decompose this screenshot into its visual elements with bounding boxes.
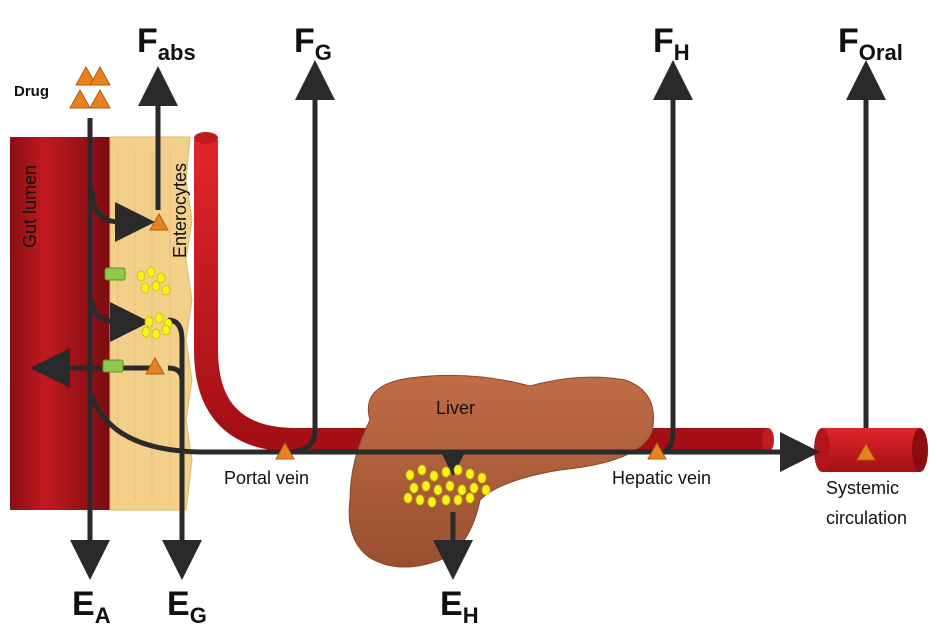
- metabolite-dot-icon: [454, 465, 462, 475]
- metabolite-dot-icon: [155, 313, 163, 323]
- drug-triangle-icon: [90, 90, 110, 108]
- drug-triangle-icon: [90, 67, 110, 85]
- metabolite-dot-icon: [141, 283, 149, 293]
- enterocytes-label: Enterocytes: [170, 163, 190, 258]
- systemic-label-line2: circulation: [826, 508, 907, 528]
- systemic-circulation-vessel: [814, 428, 928, 472]
- f-h-arrow: [660, 70, 673, 452]
- metabolite-dot-icon: [416, 495, 424, 505]
- metabolite-dot-icon: [152, 281, 160, 291]
- metabolite-dot-icon: [454, 495, 462, 505]
- portal-vein-opening: [194, 132, 218, 144]
- hepatic-vein-label: Hepatic vein: [612, 468, 711, 488]
- metabolite-dot-icon: [147, 267, 155, 277]
- metabolite-dot-icon: [478, 473, 486, 483]
- f-abs-label: Fabs: [137, 22, 196, 65]
- e-g-label: EG: [167, 585, 207, 628]
- liver-label: Liver: [436, 398, 475, 418]
- metabolite-dot-icon: [434, 485, 442, 495]
- metabolite-dot-icon: [446, 481, 454, 491]
- metabolite-dot-icon: [162, 325, 170, 335]
- metabolite-dot-icon: [404, 493, 412, 503]
- metabolite-dot-icon: [137, 271, 145, 281]
- metabolite-dot-icon: [145, 317, 153, 327]
- f-g-label: FG: [294, 22, 332, 65]
- metabolite-dot-icon: [466, 493, 474, 503]
- systemic-label-line1: Systemic: [826, 478, 899, 498]
- metabolite-dot-icon: [442, 467, 450, 477]
- metabolite-dot-icon: [406, 470, 414, 480]
- transporter-icon: [105, 268, 125, 280]
- metabolite-dot-icon: [142, 327, 150, 337]
- metabolite-dot-icon: [418, 465, 426, 475]
- metabolite-dot-icon: [442, 495, 450, 505]
- metabolite-dot-icon: [470, 483, 478, 493]
- metabolite-dot-icon: [152, 329, 160, 339]
- e-h-label: EH: [440, 585, 479, 628]
- metabolite-dot-icon: [428, 497, 436, 507]
- vein-end-cap: [762, 428, 774, 452]
- metabolite-dot-icon: [482, 485, 490, 495]
- f-g-arrow: [288, 70, 315, 452]
- transporter-icon: [103, 360, 123, 372]
- portal-vein-label: Portal vein: [224, 468, 309, 488]
- metabolite-dot-icon: [458, 485, 466, 495]
- metabolite-dot-icon: [422, 481, 430, 491]
- drug-triangle-icon: [70, 90, 90, 108]
- f-h-label: FH: [653, 22, 690, 65]
- drug-label: Drug: [14, 83, 49, 100]
- e-a-label: EA: [72, 585, 111, 628]
- metabolite-dot-icon: [430, 471, 438, 481]
- metabolite-dot-icon: [410, 483, 418, 493]
- metabolite-dot-icon: [162, 285, 170, 295]
- gut-lumen-label: Gut lumen: [20, 165, 40, 248]
- liver-shape: [349, 375, 653, 567]
- f-oral-label: FOral: [838, 22, 903, 65]
- metabolite-dot-icon: [466, 469, 474, 479]
